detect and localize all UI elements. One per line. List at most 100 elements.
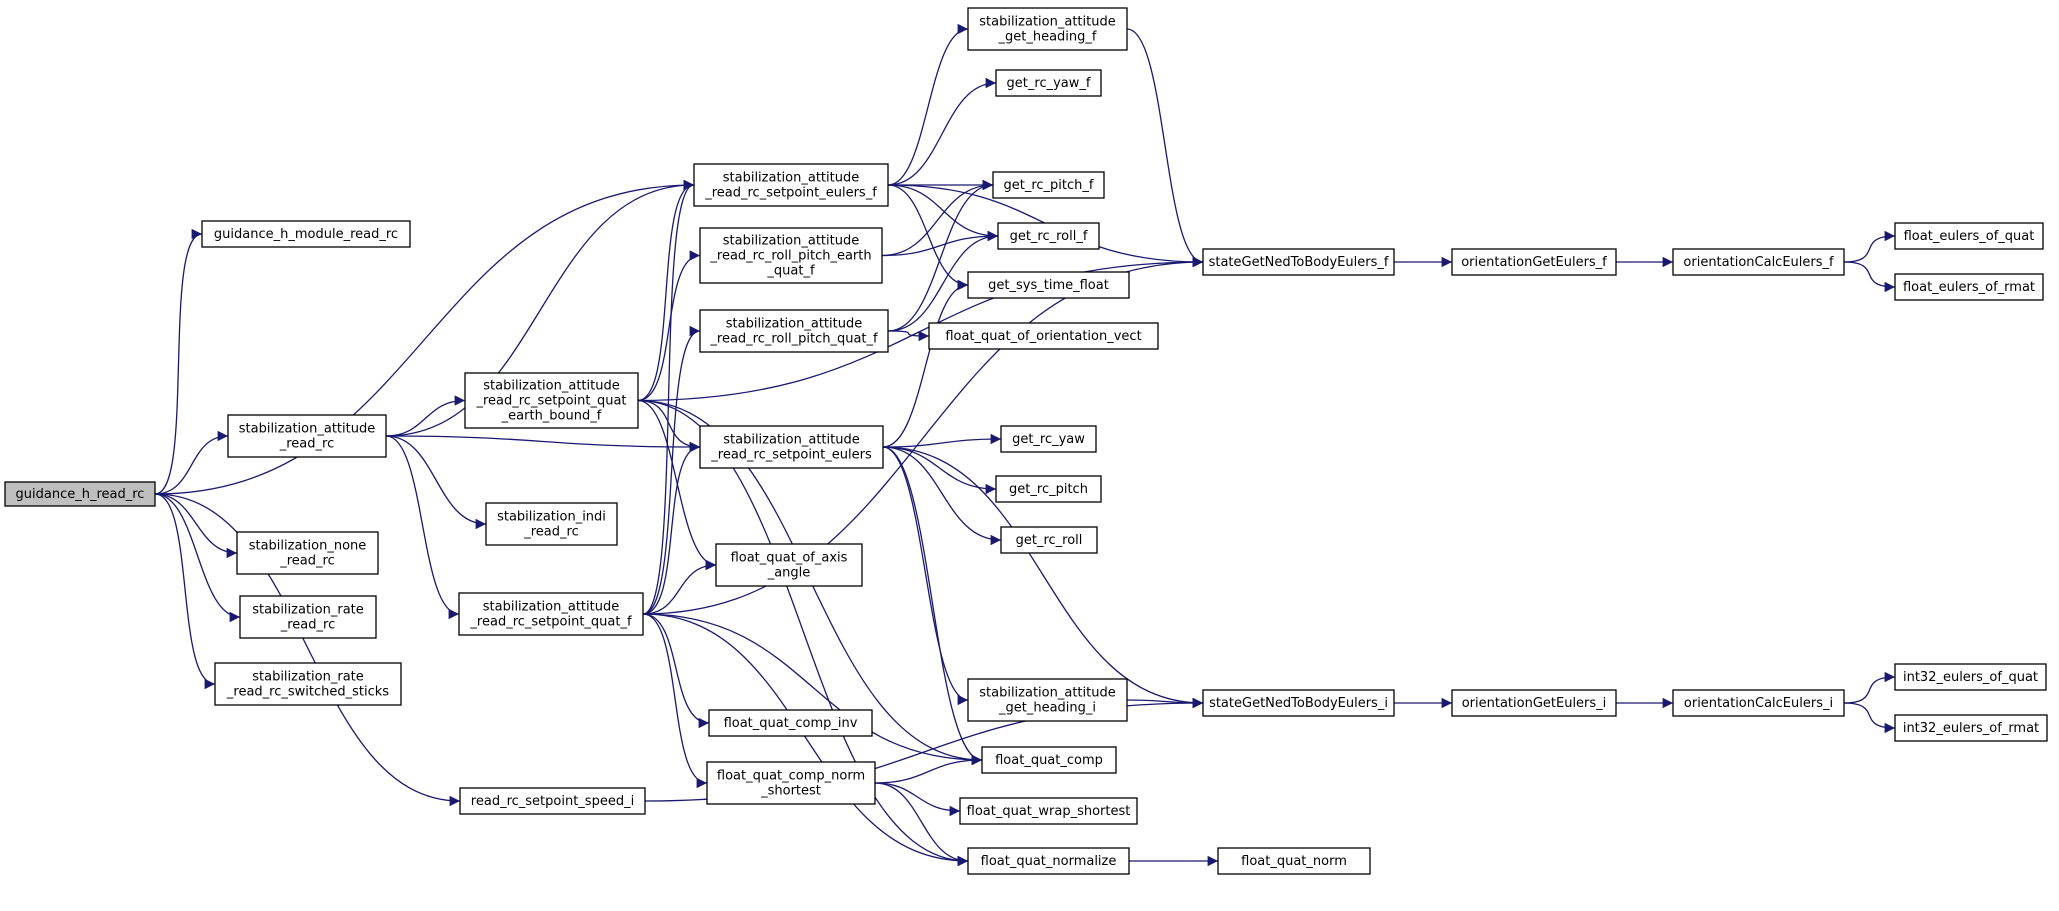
node-label: orientationGetEulers_f <box>1461 255 1607 270</box>
node-label: stabilization_attitude <box>483 600 619 615</box>
node-int32-eulers-of-rmat[interactable]: int32_eulers_of_rmat <box>1894 714 2048 742</box>
node-stabilization-none-read-rc[interactable]: stabilization_none_read_rc <box>236 531 379 575</box>
edge-stabilization-attitude-read-rc-setpoint-quat-f-to-float-quat-comp <box>642 613 983 766</box>
node-label: read_rc_setpoint_speed_i <box>471 794 634 809</box>
edge-stabilization-attitude-read-rc-setpoint-eulers-f-to-get-rc-roll-f <box>887 184 999 242</box>
node-label: float_quat_normalize <box>981 854 1117 869</box>
node-stabilization-attitude-get-heading-f[interactable]: stabilization_attitude_get_heading_f <box>967 7 1128 51</box>
node-box <box>992 171 1105 199</box>
node-float-quat-norm[interactable]: float_quat_norm <box>1217 847 1371 875</box>
node-box <box>981 746 1117 774</box>
edge-stabilization-attitude-read-rc-setpoint-eulers-to-get-rc-pitch <box>882 446 997 495</box>
node-label: _read_rc_roll_pitch_earth <box>709 249 871 264</box>
node-stategetnedtobodyeulers-i[interactable]: stateGetNedToBodyEulers_i <box>1202 689 1395 717</box>
edge-guidance-h-read-rc-to-stabilization-attitude-read-rc <box>154 430 229 495</box>
edge-stabilization-attitude-read-rc-setpoint-eulers-to-stategetnedtobodyeulers-i <box>882 446 1204 709</box>
node-label: _read_rc <box>279 554 334 569</box>
node-get-rc-yaw-f[interactable]: get_rc_yaw_f <box>995 69 1102 97</box>
node-label: _read_rc_roll_pitch_quat_f <box>709 332 878 347</box>
edge-stabilization-attitude-read-rc-to-stabilization-attitude-read-rc-setpoint-quat-f <box>385 435 460 620</box>
node-label: _read_rc_setpoint_eulers <box>710 448 872 463</box>
node-stabilization-rate-read-rc[interactable]: stabilization_rate_read_rc <box>239 595 377 639</box>
node-stabilization-attitude-read-rc-roll-pitch-earth-quat-f[interactable]: stabilization_attitude_read_rc_roll_pitc… <box>699 227 883 284</box>
edge-stabilization-attitude-read-rc-to-stabilization-attitude-read-rc-setpoint-eulers <box>385 435 701 453</box>
node-float-quat-normalize[interactable]: float_quat_normalize <box>967 847 1130 875</box>
node-label: stabilization_attitude <box>979 15 1115 30</box>
node-box <box>1894 222 2044 250</box>
edge-stabilization-attitude-read-rc-setpoint-eulers-f-to-stabilization-attitude-get-heading-f <box>887 23 969 186</box>
node-label: _read_rc_setpoint_quat_f <box>469 615 632 630</box>
node-get-rc-pitch[interactable]: get_rc_pitch <box>995 475 1102 503</box>
node-get-rc-yaw[interactable]: get_rc_yaw <box>1000 425 1097 453</box>
edge-guidance-h-read-rc-to-stabilization-rate-read-rc <box>154 493 241 623</box>
node-read-rc-setpoint-speed-i[interactable]: read_rc_setpoint_speed_i <box>459 787 646 815</box>
node-float-eulers-of-rmat[interactable]: float_eulers_of_rmat <box>1894 273 2044 301</box>
node-get-rc-roll[interactable]: get_rc_roll <box>1000 526 1098 554</box>
node-stabilization-indi-read-rc[interactable]: stabilization_indi_read_rc <box>485 502 618 546</box>
node-box <box>459 787 646 815</box>
node-get-sys-time-float[interactable]: get_sys_time_float <box>967 271 1130 299</box>
node-box <box>1894 663 2047 691</box>
node-orientationcalceulers-i[interactable]: orientationCalcEulers_i <box>1672 689 1845 717</box>
node-box <box>458 592 644 636</box>
node-float-eulers-of-quat[interactable]: float_eulers_of_quat <box>1894 222 2044 250</box>
node-box <box>1672 689 1845 717</box>
node-box <box>1217 847 1371 875</box>
node-stabilization-attitude-read-rc-setpoint-quat-earth-bound-f[interactable]: stabilization_attitude_read_rc_setpoint_… <box>464 372 639 429</box>
node-stabilization-attitude-read-rc-setpoint-quat-f[interactable]: stabilization_attitude_read_rc_setpoint_… <box>458 592 644 636</box>
node-box <box>1451 689 1617 717</box>
node-label: get_rc_yaw <box>1012 432 1085 447</box>
node-label: _shortest <box>760 784 821 799</box>
node-float-quat-comp-norm-shortest[interactable]: float_quat_comp_norm_shortest <box>706 761 876 805</box>
node-orientationcalceulers-f[interactable]: orientationCalcEulers_f <box>1672 248 1845 276</box>
node-guidance-h-read-rc[interactable]: guidance_h_read_rc <box>4 481 156 507</box>
node-stabilization-attitude-read-rc-roll-pitch-quat-f[interactable]: stabilization_attitude_read_rc_roll_pitc… <box>699 309 889 353</box>
node-float-quat-comp-inv[interactable]: float_quat_comp_inv <box>708 709 873 737</box>
node-get-rc-roll-f[interactable]: get_rc_roll_f <box>997 222 1100 250</box>
node-label: _read_rc <box>280 618 335 633</box>
node-label: float_quat_wrap_shortest <box>967 804 1131 819</box>
node-float-quat-comp[interactable]: float_quat_comp <box>981 746 1117 774</box>
node-box <box>1202 689 1395 717</box>
node-label: stabilization_attitude <box>723 433 859 448</box>
node-label: stabilization_rate <box>252 603 364 618</box>
node-orientationgeteulers-i[interactable]: orientationGetEulers_i <box>1451 689 1617 717</box>
node-box <box>1894 273 2044 301</box>
node-box <box>995 475 1102 503</box>
node-float-quat-wrap-shortest[interactable]: float_quat_wrap_shortest <box>959 797 1138 825</box>
node-stabilization-attitude-read-rc[interactable]: stabilization_attitude_read_rc <box>227 414 387 458</box>
node-stabilization-rate-read-rc-switched-sticks[interactable]: stabilization_rate_read_rc_switched_stic… <box>214 662 402 706</box>
node-stategetnedtobodyeulers-f[interactable]: stateGetNedToBodyEulers_f <box>1202 248 1395 276</box>
node-get-rc-pitch-f[interactable]: get_rc_pitch_f <box>992 171 1105 199</box>
edge-guidance-h-read-rc-to-read-rc-setpoint-speed-i <box>154 493 461 807</box>
node-box <box>715 543 863 587</box>
node-stabilization-attitude-get-heading-i[interactable]: stabilization_attitude_get_heading_i <box>967 678 1128 722</box>
node-box <box>699 309 889 353</box>
node-box <box>706 761 876 805</box>
edge-stabilization-attitude-read-rc-setpoint-quat-f-to-float-quat-comp-norm-shortest <box>642 613 708 789</box>
node-label: stabilization_attitude <box>979 686 1115 701</box>
node-box <box>236 531 379 575</box>
node-stabilization-attitude-read-rc-setpoint-eulers-f[interactable]: stabilization_attitude_read_rc_setpoint_… <box>693 163 889 207</box>
node-int32-eulers-of-quat[interactable]: int32_eulers_of_quat <box>1894 663 2047 691</box>
node-label: orientationGetEulers_i <box>1462 696 1607 711</box>
edge-stabilization-attitude-read-rc-setpoint-eulers-to-float-quat-comp <box>882 446 983 766</box>
node-float-quat-of-axis-angle[interactable]: float_quat_of_axis_angle <box>715 543 863 587</box>
edge-orientationcalceulers-f-to-float-eulers-of-quat <box>1843 230 1896 263</box>
node-label: stateGetNedToBodyEulers_i <box>1209 696 1388 711</box>
edge-stabilization-attitude-read-rc-setpoint-quat-earth-bound-f-to-stabilization-attitude-read-rc-setpoint-eulers <box>637 399 701 453</box>
node-guidance-h-module-read-rc[interactable]: guidance_h_module_read_rc <box>201 220 411 248</box>
node-box <box>699 425 884 469</box>
node-label: _get_heading_f <box>998 30 1097 45</box>
node-orientationgeteulers-f[interactable]: orientationGetEulers_f <box>1451 248 1617 276</box>
node-label: _earth_bound_f <box>501 409 602 424</box>
node-box <box>1672 248 1845 276</box>
node-label: stabilization_rate <box>252 670 364 685</box>
node-label: _angle <box>767 566 811 581</box>
node-stabilization-attitude-read-rc-setpoint-eulers[interactable]: stabilization_attitude_read_rc_setpoint_… <box>699 425 884 469</box>
node-box <box>967 847 1130 875</box>
node-float-quat-of-orientation-vect[interactable]: float_quat_of_orientation_vect <box>928 322 1159 350</box>
node-label: guidance_h_read_rc <box>16 487 145 502</box>
node-label: _read_rc_switched_sticks <box>226 685 389 700</box>
edge-stabilization-attitude-read-rc-to-stabilization-indi-read-rc <box>385 435 487 530</box>
